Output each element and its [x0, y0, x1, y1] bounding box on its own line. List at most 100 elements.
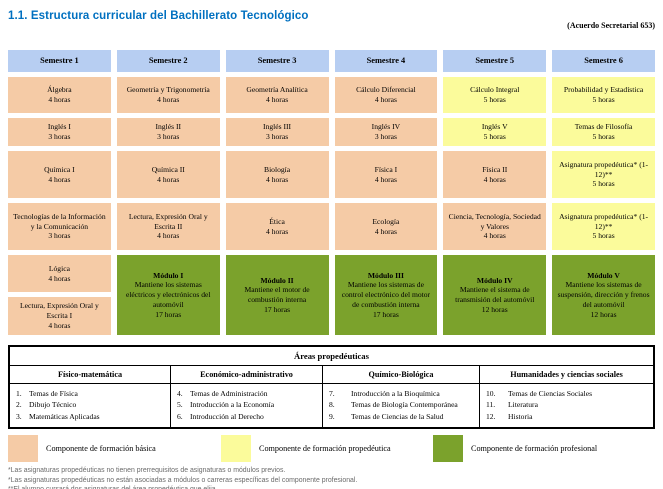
- basic-color-swatch: [8, 435, 38, 463]
- subject-cell: Inglés V 5 horas: [443, 118, 547, 146]
- subject-cell: Lógica 4 horas: [8, 255, 111, 292]
- module-hours: 12 horas: [481, 304, 508, 314]
- subject-title: Inglés I: [47, 122, 71, 132]
- item-label: Temas de Ciencias Sociales: [508, 389, 593, 398]
- subject-title: Inglés IV: [371, 122, 401, 132]
- subject-cell: Lectura, Expresión Oral y Escrita II 4 h…: [116, 203, 220, 250]
- module-title: Módulo I: [153, 270, 184, 280]
- subject-hours: 3 horas: [48, 231, 71, 241]
- subject-hours: 4 horas: [266, 174, 289, 184]
- subject-cell: Asignatura propedéutica* (1-12)** 5 hora…: [552, 151, 655, 198]
- module-title: Módulo V: [587, 270, 620, 280]
- item-number: 11.: [486, 400, 496, 410]
- subject-hours: 3 horas: [266, 132, 289, 141]
- subject-title: Química II: [151, 164, 185, 174]
- subject-cell: Inglés IV 3 horas: [334, 118, 438, 146]
- color-legend: Componente de formación básica Component…: [8, 435, 663, 463]
- module-description: Mantiene los sistemas de suspensión, dir…: [557, 280, 650, 309]
- item-number: 8.: [329, 400, 335, 410]
- legend-item-profesional: Componente de formación profesional: [433, 435, 663, 463]
- subject-hours: 4 horas: [48, 174, 71, 184]
- subject-cell: Tecnologías de la Información y la Comun…: [8, 203, 111, 250]
- subject-cell: Álgebra 4 horas: [8, 77, 111, 113]
- subject-cell: Química I 4 horas: [8, 151, 111, 198]
- footnotes: *Las asignaturas propedéuticas no tienen…: [8, 466, 655, 489]
- legend-label: Componente de formación profesional: [471, 444, 598, 454]
- subject-cell: Química II 4 horas: [116, 151, 220, 198]
- list-item: 4.Temas de Administración: [177, 388, 319, 399]
- item-label: Temas de Física: [29, 389, 78, 398]
- areas-columns: Físico-matemática 1.Temas de Física 2.Di…: [10, 366, 653, 428]
- subject-hours: 4 horas: [374, 95, 397, 104]
- subject-hours: 5 horas: [592, 179, 615, 189]
- list-item: 5.Introducción a la Economía: [177, 399, 319, 410]
- item-number: 6.: [177, 411, 183, 421]
- subject-cell: Ciencia, Tecnología, Sociedad y Valores …: [443, 203, 547, 250]
- item-label: Matemáticas Aplicadas: [29, 411, 100, 421]
- semester-header-4: Semestre 4: [334, 50, 438, 72]
- areas-list: 1.Temas de Física 2. Dibujo Técnico 3. Mat…: [10, 384, 170, 427]
- subject-hours: 3 horas: [374, 132, 397, 141]
- subject-hours: 4 horas: [266, 95, 289, 104]
- subject-title: Ciencia, Tecnología, Sociedad y Valores: [448, 211, 541, 231]
- subject-title: Lectura, Expresión Oral y Escrita I: [19, 301, 99, 321]
- subject-hours: 5 horas: [483, 95, 506, 104]
- subject-cell: Ecología 4 horas: [334, 203, 438, 250]
- subject-hours: 4 horas: [48, 273, 71, 283]
- item-label: Temas de Administración: [190, 389, 268, 398]
- subject-cell: Geometría Analítica 4 horas: [225, 77, 329, 113]
- subject-title: Ecología: [372, 216, 400, 226]
- subject-title: Asignatura propedéutica* (1-12)**: [559, 211, 649, 231]
- subject-title: Asignatura propedéutica* (1-12)**: [559, 159, 649, 179]
- item-number: 3.: [16, 411, 22, 421]
- module-cell: Módulo I Mantiene los sistemas eléctrico…: [116, 255, 220, 335]
- module-cell: Módulo III Mantiene los sistemas de cont…: [334, 255, 438, 335]
- module-cell: Módulo V Mantiene los sistemas de suspen…: [552, 255, 655, 335]
- page-title: 1.1. Estructura curricular del Bachiller…: [8, 10, 309, 22]
- professional-color-swatch: [433, 435, 463, 463]
- subject-hours: 4 horas: [48, 95, 71, 104]
- subject-cell: Física II 4 horas: [443, 151, 547, 198]
- subject-cell: Inglés III 3 horas: [225, 118, 329, 146]
- subject-title: Ética: [269, 216, 285, 226]
- title-bar: 1.1. Estructura curricular del Bachiller…: [8, 8, 655, 50]
- subject-cell: Ética 4 horas: [225, 203, 329, 250]
- item-label: Historia: [508, 411, 533, 421]
- subject-hours: 5 horas: [592, 95, 615, 104]
- item-number: 7.: [329, 389, 335, 398]
- module-title: Módulo IV: [476, 275, 513, 285]
- subject-title: Química I: [44, 164, 75, 174]
- module-description: Mantiene los sistemas eléctricos y elect…: [125, 280, 211, 309]
- subject-hours: 5 horas: [592, 231, 615, 241]
- module-hours: 17 horas: [372, 309, 399, 319]
- list-item: 11.Literatura: [486, 399, 650, 410]
- subject-hours: 4 horas: [157, 95, 180, 104]
- areas-column-humanidades: Humanidades y ciencias sociales 10.Temas…: [479, 366, 653, 428]
- subject-title: Temas de Filosofía: [574, 122, 633, 132]
- list-item: 1.Temas de Física: [16, 388, 167, 399]
- item-label: Introducción a la Bioquímica: [351, 389, 440, 398]
- areas-column-header: Económico-administrativo: [171, 366, 322, 384]
- module-cell: Módulo II Mantiene el motor de combustió…: [225, 255, 329, 335]
- list-item: 2. Dibujo Técnico: [16, 399, 167, 410]
- legend-item-propedeutica: Componente de formación propedéutica: [221, 435, 433, 463]
- item-number: 2.: [16, 400, 22, 410]
- subject-title: Física I: [374, 164, 398, 174]
- semester-header-1: Semestre 1: [8, 50, 111, 72]
- subject-title: Álgebra: [47, 85, 72, 95]
- areas-column-fisico-matematica: Físico-matemática 1.Temas de Física 2.Di…: [10, 366, 170, 427]
- semester-header-5: Semestre 5: [443, 50, 547, 72]
- subject-cell: Asignatura propedéutica* (1-12)** 5 hora…: [552, 203, 655, 250]
- subject-hours: 4 horas: [374, 174, 397, 184]
- subject-title: Geometría Analítica: [246, 85, 308, 95]
- areas-table: Áreas propedéuticas Físico-matemática 1.…: [8, 345, 655, 430]
- subject-title: Física II: [482, 164, 508, 174]
- subject-title: Lectura, Expresión Oral y Escrita II: [128, 211, 208, 231]
- subject-title: Inglés III: [263, 122, 292, 132]
- areas-column-quimico-biologica: Químico-Biológica 7.Introducción a la Bi…: [322, 366, 479, 428]
- subject-cell: Cálculo Integral 5 horas: [443, 77, 547, 113]
- areas-column-header: Humanidades y ciencias sociales: [480, 366, 653, 384]
- item-label: Dibujo Técnico: [29, 400, 77, 410]
- curriculum-grid: Semestre 1 Semestre 2 Semestre 3 Semestr…: [8, 50, 655, 335]
